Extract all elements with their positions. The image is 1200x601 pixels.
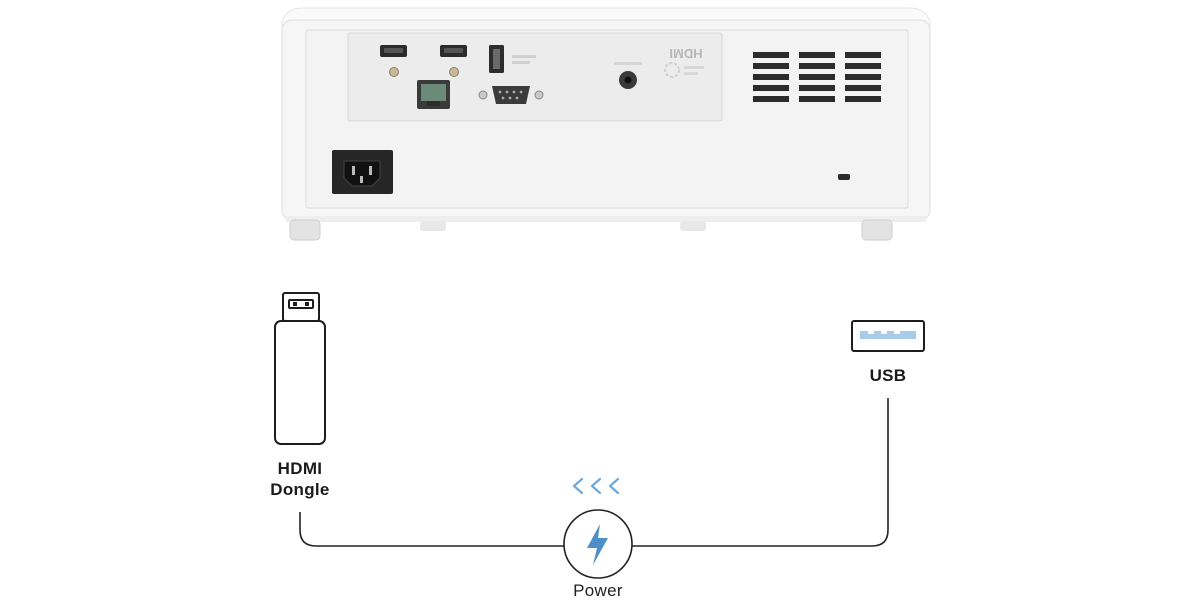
foot-right (861, 219, 893, 241)
cable-usb-to-power (632, 398, 889, 547)
vent-grille (753, 52, 881, 102)
security-lock-slot (838, 174, 850, 180)
usb-port (489, 45, 536, 73)
power-label: Power (573, 581, 623, 600)
foot-left (289, 219, 321, 241)
hdmi-dongle-label: HDMI Dongle (270, 459, 330, 499)
hdmi-port-2 (440, 45, 467, 77)
projector-illustration: HDMI (281, 7, 931, 241)
panel-brand-logo: HDMI (669, 46, 702, 61)
cable-dongle-to-power (299, 512, 564, 547)
lan-port (417, 80, 450, 109)
projector-bottom-ridge (286, 216, 926, 222)
foot-mid-right (680, 221, 706, 231)
ac-power-inlet (332, 150, 393, 194)
usb-port-icon (851, 320, 925, 352)
hdmi-dongle-icon (274, 292, 326, 445)
usb-label: USB (869, 366, 907, 385)
foot-mid-left (420, 221, 446, 231)
panel-gear-logo (664, 62, 704, 78)
audio-out-port (614, 62, 642, 89)
hdmi-port-1 (380, 45, 407, 77)
lightning-bolt-icon (587, 524, 608, 565)
serial-port (478, 86, 544, 104)
direction-arrows-icon (572, 477, 620, 495)
